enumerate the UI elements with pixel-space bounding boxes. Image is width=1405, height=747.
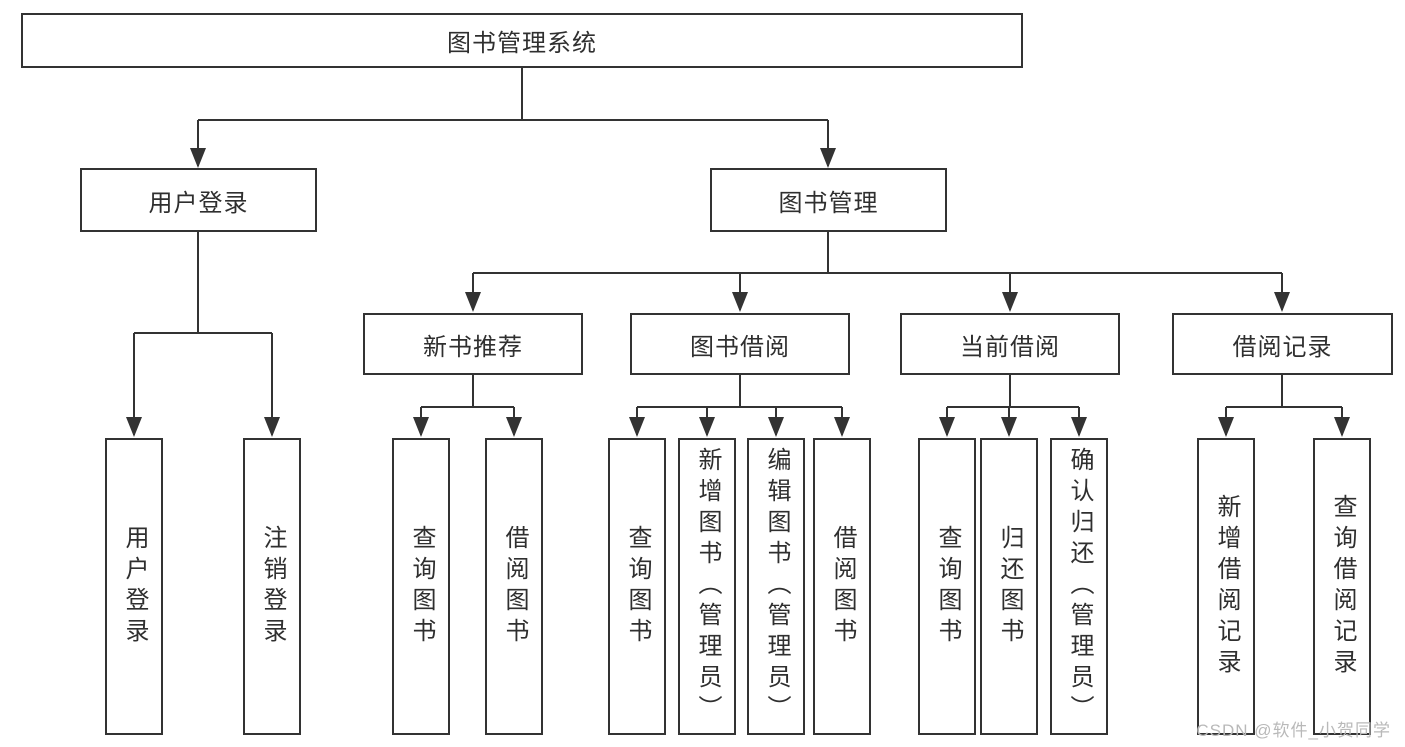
arrow-down-icon	[1001, 417, 1017, 437]
node-label: 图书管理系统	[447, 30, 597, 57]
node-root-library-system: 图书管理系统	[21, 13, 1023, 68]
node-label: 新书推荐	[423, 333, 523, 361]
node-label: 查询图书	[408, 524, 435, 649]
node-leaf-add-book-admin: 新增图书（管理员）	[678, 438, 736, 735]
node-label: 借阅记录	[1232, 333, 1333, 361]
node-leaf-query-book-newbook: 查询图书	[392, 438, 450, 735]
node-leaf-return-book: 归还图书	[980, 438, 1038, 735]
node-label: 查询图书	[934, 524, 961, 649]
node-label: 图书管理	[778, 189, 879, 217]
connector-paths	[133, 68, 1343, 435]
node-borrow-record: 借阅记录	[1172, 313, 1393, 375]
arrowheads	[126, 148, 1350, 437]
node-book-management: 图书管理	[710, 168, 947, 232]
node-leaf-borrow-book-newbook: 借阅图书	[485, 438, 543, 735]
arrow-down-icon	[820, 148, 836, 168]
node-leaf-user-login: 用户登录	[105, 438, 163, 735]
arrow-down-icon	[506, 417, 522, 437]
node-label: 查询图书	[624, 524, 651, 649]
arrow-down-icon	[465, 292, 481, 312]
node-leaf-edit-book-admin: 编辑图书（管理员）	[747, 438, 805, 735]
arrow-down-icon	[768, 417, 784, 437]
arrow-down-icon	[1218, 417, 1234, 437]
node-leaf-confirm-return-admin: 确认归还（管理员）	[1050, 438, 1108, 735]
node-label: 查询借阅记录	[1329, 493, 1356, 680]
arrow-down-icon	[413, 417, 429, 437]
node-label: 用户登录	[121, 524, 148, 649]
node-leaf-query-book-borrow: 查询图书	[608, 438, 666, 735]
node-leaf-query-borrow-record: 查询借阅记录	[1313, 438, 1371, 735]
node-label: 确认归还（管理员）	[1066, 447, 1093, 726]
arrow-down-icon	[834, 417, 850, 437]
node-book-borrow: 图书借阅	[630, 313, 850, 375]
node-user-login: 用户登录	[80, 168, 317, 232]
arrow-down-icon	[939, 417, 955, 437]
node-leaf-add-borrow-record: 新增借阅记录	[1197, 438, 1255, 735]
node-current-borrow: 当前借阅	[900, 313, 1120, 375]
arrow-down-icon	[732, 292, 748, 312]
node-label: 当前借阅	[960, 333, 1060, 361]
csdn-watermark: CSDN @软件_小贺同学	[1196, 721, 1391, 740]
node-label: 编辑图书（管理员）	[763, 447, 790, 726]
arrow-down-icon	[1334, 417, 1350, 437]
arrow-down-icon	[1274, 292, 1290, 312]
node-label: 借阅图书	[501, 524, 528, 649]
node-label: 注销登录	[259, 524, 286, 649]
arrow-down-icon	[629, 417, 645, 437]
arrow-down-icon	[190, 148, 206, 168]
node-label: 新增图书（管理员）	[694, 447, 721, 726]
node-new-book-recommend: 新书推荐	[363, 313, 583, 375]
arrow-down-icon	[126, 417, 142, 437]
arrow-down-icon	[1071, 417, 1087, 437]
node-label: 借阅图书	[829, 524, 856, 649]
node-leaf-query-book-current: 查询图书	[918, 438, 976, 735]
arrow-down-icon	[264, 417, 280, 437]
arrow-down-icon	[699, 417, 715, 437]
node-label: 图书借阅	[690, 333, 790, 361]
node-label: 归还图书	[996, 524, 1023, 649]
node-label: 用户登录	[148, 189, 249, 217]
node-label: 新增借阅记录	[1213, 493, 1240, 680]
arrow-down-icon	[1002, 292, 1018, 312]
node-leaf-borrow-book: 借阅图书	[813, 438, 871, 735]
node-leaf-logout: 注销登录	[243, 438, 301, 735]
